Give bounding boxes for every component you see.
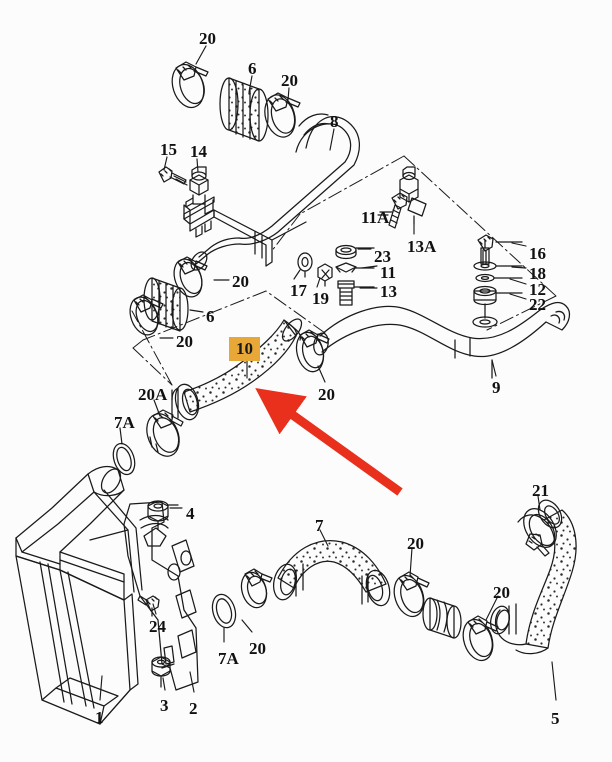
callout-20: 20 <box>493 583 510 602</box>
callout-10-highlighted: 10 <box>229 337 260 361</box>
callout-6: 6 <box>206 307 215 326</box>
leader-lines <box>99 45 557 701</box>
clamp-20-top-right <box>264 92 301 138</box>
clamp-20-top-left <box>171 61 209 109</box>
callout-17: 17 <box>290 281 307 300</box>
bracket-2 <box>123 501 199 691</box>
callout-9: 9 <box>492 378 501 397</box>
red-annotation-arrow <box>255 388 403 496</box>
valve-13A <box>379 166 427 229</box>
callout-20: 20 <box>199 29 216 48</box>
callout-boundary <box>131 155 557 386</box>
callout-1: 1 <box>95 708 104 727</box>
callout-20: 20 <box>176 332 193 351</box>
callout-3: 3 <box>160 696 169 715</box>
callout-13A: 13A <box>407 237 437 256</box>
callout-2: 2 <box>189 699 198 718</box>
hose-7 <box>272 540 391 607</box>
clamp-20-right-bottom <box>462 615 499 662</box>
detail-fitting-13 <box>335 244 375 306</box>
clamp-20-mid-upper <box>173 256 208 298</box>
sleeve-6-lower <box>143 277 189 332</box>
callout-20: 20 <box>281 71 298 90</box>
sleeve-6-top <box>219 77 269 142</box>
bolt-stack-16-18-12-22 <box>472 234 523 328</box>
callout-20: 20 <box>249 639 266 658</box>
clamp-20-mid-bottom <box>393 571 430 618</box>
callout-11A: 11A <box>361 208 390 227</box>
callout-8: 8 <box>330 112 339 131</box>
callout-6: 6 <box>248 59 257 78</box>
intercooler-1 <box>15 465 143 725</box>
callout-20A: 20A <box>138 385 168 404</box>
callout-20: 20 <box>407 534 424 553</box>
callout-20: 20 <box>318 385 335 404</box>
callout-21: 21 <box>532 481 549 500</box>
callout-5: 5 <box>551 709 560 728</box>
hose-5 <box>490 499 577 655</box>
callout-12: 12 <box>529 280 546 299</box>
callout-16: 16 <box>529 244 546 263</box>
callout-23: 23 <box>374 247 391 266</box>
pipe-8 <box>190 113 360 271</box>
clamp-20-left-of-7 <box>240 568 273 609</box>
callout-14: 14 <box>190 142 207 161</box>
callout-15: 15 <box>160 140 177 159</box>
callout-20: 20 <box>232 272 249 291</box>
callout-18: 18 <box>529 264 546 283</box>
mount-3 <box>151 656 171 688</box>
callout-19: 19 <box>312 289 329 308</box>
connector-sleeve-bottom <box>422 597 462 639</box>
clamp-20-mid-lower <box>129 294 164 336</box>
o-ring-7A-lower <box>211 593 237 629</box>
mount-4 <box>147 500 179 530</box>
seal-17-nut-19 <box>297 252 333 287</box>
clamp-20A <box>146 409 184 457</box>
callout-7: 7 <box>315 516 324 535</box>
callout-24: 24 <box>149 617 166 636</box>
o-ring-7A-upper <box>112 442 136 476</box>
clamp-21 <box>523 508 557 557</box>
callout-13: 13 <box>380 282 397 301</box>
callout-22: 22 <box>529 295 546 314</box>
callout-7A: 7A <box>218 649 239 668</box>
callout-7A: 7A <box>114 413 135 432</box>
screw-24 <box>137 595 160 617</box>
callout-4: 4 <box>186 504 195 523</box>
callout-11: 11 <box>380 263 397 282</box>
clamp-20-pipe9 <box>295 329 330 373</box>
pipe-9 <box>313 301 571 379</box>
solenoid-14-assembly <box>158 166 307 267</box>
